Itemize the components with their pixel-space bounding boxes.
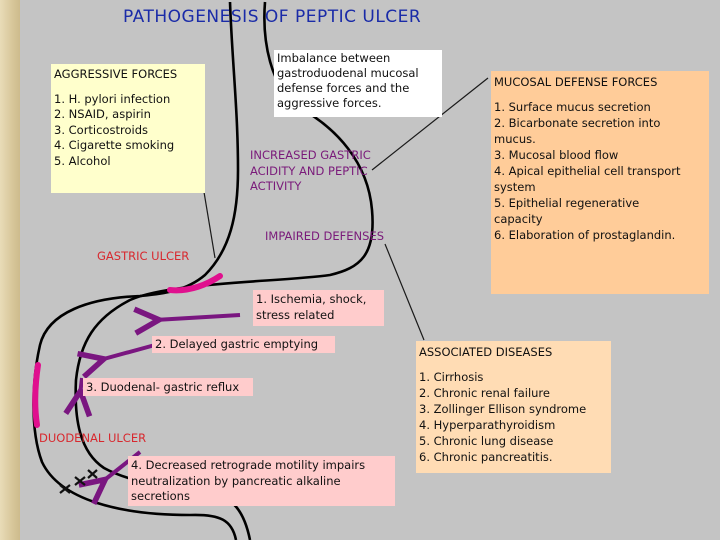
aggressive-item: 5. Alcohol <box>54 153 111 168</box>
factor-line: 1. Ischemia, shock, <box>256 292 367 306</box>
imbalance-box: Imbalance between gastroduodenal mucosal… <box>274 50 442 117</box>
slide-title: PATHOGENESIS OF PEPTIC ULCER <box>123 7 422 27</box>
associated-item: 4. Hyperparathyroidism <box>419 418 556 432</box>
factor-line: neutralization by pancreatic alkaline <box>131 473 341 488</box>
parchment-edge <box>0 0 20 540</box>
factor-line: secretions <box>131 489 190 503</box>
cross-marks <box>59 469 98 494</box>
defense-line: 2. Bicarbonate secretion into <box>494 116 661 130</box>
increased-line: ACIDITY AND PEPTIC <box>250 163 368 178</box>
arrow-ischemia <box>155 315 241 320</box>
aggressive-forces-heading: AGGRESSIVE FORCES <box>54 67 178 81</box>
factor-line: stress related <box>256 307 335 322</box>
factor-line: 2. Delayed gastric emptying <box>155 337 319 351</box>
factor-line: 3. Duodenal- gastric reflux <box>86 380 240 394</box>
aggressive-item: 2. NSAID, aspirin <box>54 107 151 121</box>
mucosal-defense-box: MUCOSAL DEFENSE FORCES 1. Surface mucus … <box>491 71 709 294</box>
impaired-defenses-label: IMPAIRED DEFENSES <box>265 229 385 243</box>
defense-line: 1. Surface mucus secretion <box>494 100 651 114</box>
aggressive-item: 3. Corticostroids <box>54 122 148 137</box>
factor-ischemia-box: 1. Ischemia, shock, stress related <box>253 290 384 326</box>
pointer-line-aggressive <box>203 191 216 259</box>
duodenal-ulcer-mark <box>32 362 41 428</box>
associated-item: 5. Chronic lung disease <box>419 434 554 448</box>
arrow-delayed-emptying <box>100 343 156 360</box>
stomach-outline-outer <box>32 1 240 540</box>
increased-acidity-label: INCREASED GASTRIC ACIDITY AND PEPTIC ACT… <box>250 148 371 195</box>
aggressive-forces-box: AGGRESSIVE FORCES 1. H. pylori infection… <box>51 64 205 193</box>
defense-line: system <box>494 180 536 194</box>
factor-delayed-emptying-box: 2. Delayed gastric emptying <box>152 336 335 353</box>
aggressive-item: 4. Cigarette smoking <box>54 138 175 152</box>
imbalance-line: gastroduodenal mucosal <box>277 66 419 80</box>
factor-reflux-box: 3. Duodenal- gastric reflux <box>83 378 253 396</box>
aggressive-item: 1. H. pylori infection <box>54 91 171 106</box>
duodenal-ulcer-label: DUODENAL ULCER <box>39 431 147 445</box>
arrow-reflux <box>80 377 82 395</box>
defense-line: capacity <box>494 212 543 226</box>
gastric-ulcer-mark <box>167 273 223 294</box>
defense-line: mucus. <box>494 132 536 146</box>
increased-line: ACTIVITY <box>250 179 302 193</box>
factor-line: 4. Decreased retrograde motility impairs <box>131 458 366 472</box>
associated-item: 2. Chronic renal failure <box>419 386 550 400</box>
associated-item: 3. Zollinger Ellison syndrome <box>419 402 587 416</box>
imbalance-line: defense forces and the <box>277 81 410 95</box>
associated-diseases-heading: ASSOCIATED DISEASES <box>419 345 553 359</box>
pointer-line-impaired <box>384 243 425 341</box>
associated-item: 1. Cirrhosis <box>419 370 484 384</box>
factor-retrograde-motility-box: 4. Decreased retrograde motility impairs… <box>128 456 395 506</box>
pointer-line-associated <box>371 77 489 171</box>
gastric-ulcer-label: GASTRIC ULCER <box>97 249 190 263</box>
defense-line: 4. Apical epithelial cell transport <box>494 164 681 178</box>
defense-line: 3. Mucosal blood flow <box>494 148 619 162</box>
mucosal-defense-heading: MUCOSAL DEFENSE FORCES <box>494 75 658 89</box>
imbalance-line: aggressive forces. <box>277 96 382 110</box>
defense-line: 6. Elaboration of prostaglandin. <box>494 228 676 242</box>
defense-line: 5. Epithelial regenerative <box>494 196 640 210</box>
associated-diseases-box: ASSOCIATED DISEASES 1. Cirrhosis 2. Chro… <box>416 341 611 473</box>
associated-item: 6. Chronic pancreatitis. <box>419 450 553 464</box>
imbalance-line: Imbalance between <box>277 51 391 65</box>
increased-line: INCREASED GASTRIC <box>250 148 371 162</box>
